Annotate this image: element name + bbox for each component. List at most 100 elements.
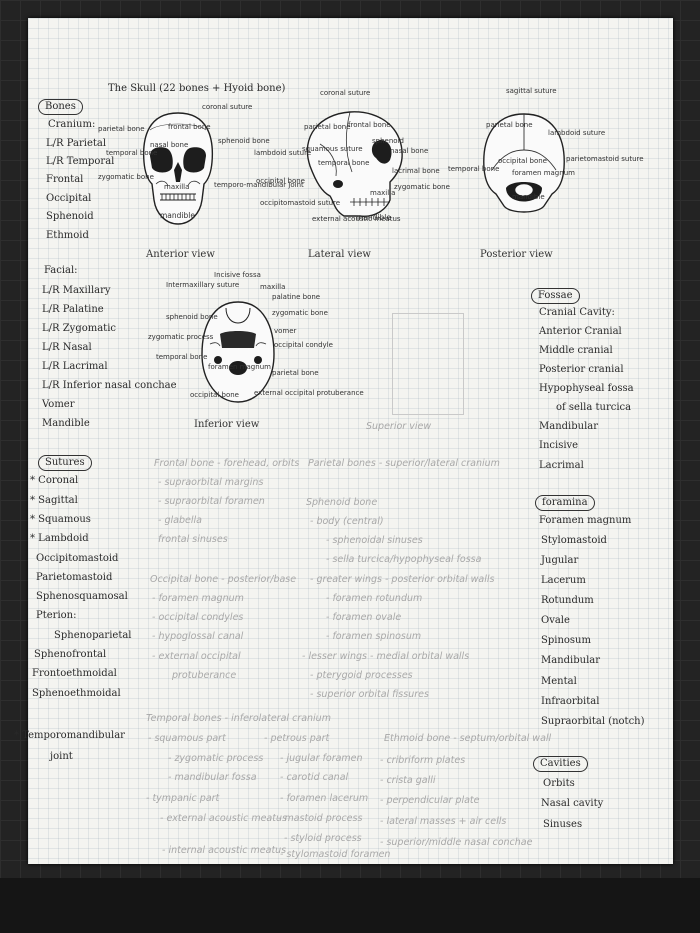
lateral-label-lacrimal: lacrimal bone bbox=[392, 167, 440, 175]
sutures-heading: Sutures bbox=[38, 455, 92, 471]
posterior-label-foramen: foramen magnum bbox=[512, 169, 575, 177]
lateral-view-caption: Lateral view bbox=[308, 249, 371, 260]
note-temporal-8: - foramen lacerum bbox=[280, 793, 369, 804]
sutures-item-5: Parietomastoid bbox=[36, 572, 113, 583]
note-sphenoid-1: - body (central) bbox=[310, 516, 384, 527]
bones-item-0: Cranium: bbox=[48, 119, 96, 130]
note-temporal-11: - styloid process bbox=[284, 833, 362, 844]
facial-item-8: Mandible bbox=[42, 418, 90, 429]
fossae-item-2: Middle cranial bbox=[539, 345, 613, 356]
note-sphenoid-2: - sphenoidal sinuses bbox=[326, 535, 423, 546]
inferior-label-temporal: temporal bone bbox=[156, 353, 208, 361]
anterior-label-nasal: nasal bone bbox=[150, 141, 189, 149]
note-sphenoid-5: - foramen rotundum bbox=[326, 593, 423, 604]
lateral-label-frontal: frontal bone bbox=[348, 121, 391, 129]
note-sphenoid-4: - greater wings - posterior orbital wall… bbox=[310, 574, 495, 585]
foramina-item-0: Foramen magnum bbox=[539, 515, 632, 526]
inferior-label-vomer: vomer bbox=[274, 327, 297, 335]
note-occipital-2: - occipital condyles bbox=[152, 612, 244, 623]
inferior-label-incisive: Incisive fossa bbox=[214, 271, 261, 279]
note-temporal-10: - mastoid process bbox=[278, 813, 363, 824]
fossae-item-1: Anterior Cranial bbox=[539, 326, 622, 337]
posterior-label-mandible: mandible bbox=[512, 193, 545, 201]
foramina-item-1: Stylomastoid bbox=[541, 535, 607, 546]
note-sphenoid-7: - foramen spinosum bbox=[326, 631, 422, 642]
fossae-item-4: Hypophyseal fossa bbox=[539, 383, 634, 394]
fossae-item-6: Mandibular bbox=[539, 421, 599, 432]
foramina-item-2: Jugular bbox=[541, 555, 579, 566]
bones-item-2: L/R Temporal bbox=[46, 156, 115, 167]
facial-item-3: L/R Zygomatic bbox=[42, 323, 116, 334]
anterior-label-tmj: temporo-mandibular joint bbox=[214, 181, 304, 189]
fossae-item-0: Cranial Cavity: bbox=[539, 307, 615, 318]
note-sphenoid-8: - lesser wings - medial orbital walls bbox=[302, 651, 470, 662]
inferior-label-eop: external occipital protuberance bbox=[254, 389, 364, 397]
fossae-item-8: Lacrimal bbox=[539, 460, 584, 471]
tmj-item-0: * Temporomandibular bbox=[14, 730, 125, 741]
lateral-label-temporal: temporal bone bbox=[318, 159, 370, 167]
anterior-label-maxilla: maxilla bbox=[164, 183, 190, 191]
note-occipital-4: - external occipital bbox=[152, 651, 241, 662]
inferior-label-maxilla: maxilla bbox=[260, 283, 286, 291]
posterior-label-sagittal: sagittal suture bbox=[506, 87, 557, 95]
cavities-heading: Cavities bbox=[533, 756, 588, 772]
sutures-item-10: Frontoethmoidal bbox=[32, 668, 117, 679]
anterior-label-frontal: frontal bone bbox=[168, 123, 211, 131]
inferior-label-sphenoid: sphenoid bone bbox=[166, 313, 218, 321]
notebook-page: The Skull (22 bones + Hyoid bone) Bones … bbox=[14, 18, 673, 864]
inferior-label-zygomatic: zygomatic bone bbox=[272, 309, 328, 317]
note-temporal-5: - mandibular fossa bbox=[168, 772, 257, 783]
note-parietal-0: Parietal bones - superior/lateral craniu… bbox=[308, 458, 500, 469]
anterior-label-sphenoid: sphenoid bone bbox=[218, 137, 270, 145]
note-sphenoid-0: Sphenoid bone bbox=[306, 497, 378, 508]
foramina-item-6: Spinosum bbox=[541, 635, 591, 646]
note-sphenoid-10: - superior orbital fissures bbox=[310, 689, 429, 700]
note-ethmoid-2: - crista galli bbox=[380, 775, 436, 786]
page-title: The Skull (22 bones + Hyoid bone) bbox=[108, 83, 286, 94]
note-frontal-3: - glabella bbox=[158, 515, 202, 526]
note-sphenoid-6: - foramen ovale bbox=[326, 612, 402, 623]
inferior-label-foramen: foramen magnum bbox=[208, 363, 271, 371]
note-occipital-5: protuberance bbox=[172, 670, 237, 681]
anterior-view-caption: Anterior view bbox=[146, 249, 215, 260]
lateral-label-mandible: mandible bbox=[356, 213, 391, 222]
lateral-label-lambdoid: lambdoid suture bbox=[254, 149, 312, 157]
note-sphenoid-9: - pterygoid processes bbox=[310, 670, 413, 681]
lateral-label-occipital: occipital bone bbox=[256, 177, 305, 185]
bones-item-5: Sphenoid bbox=[46, 211, 94, 222]
note-ethmoid-3: - perpendicular plate bbox=[380, 795, 480, 806]
cavities-item-0: Orbits bbox=[543, 778, 575, 789]
cavities-item-2: Sinuses bbox=[543, 819, 583, 830]
note-temporal-4: - jugular foramen bbox=[280, 753, 363, 764]
sutures-item-0: * Coronal bbox=[30, 475, 79, 486]
foramina-item-7: Mandibular bbox=[541, 655, 601, 666]
note-temporal-7: - tympanic part bbox=[146, 793, 220, 804]
lateral-label-sphenoid: sphenoid bbox=[372, 137, 404, 145]
posterior-label-temporal: temporal bone bbox=[448, 165, 500, 173]
sutures-item-6: Sphenosquamosal bbox=[36, 591, 128, 602]
sutures-item-4: Occipitomastoid bbox=[36, 553, 119, 564]
note-frontal-0: Frontal bone - forehead, orbits bbox=[154, 458, 300, 469]
facial-item-1: L/R Maxillary bbox=[42, 285, 111, 296]
lateral-label-coronal: coronal suture bbox=[320, 89, 371, 97]
facial-item-4: L/R Nasal bbox=[42, 342, 92, 353]
note-occipital-0: Occipital bone - posterior/base bbox=[150, 574, 297, 585]
facial-item-6: L/R Inferior nasal conchae bbox=[42, 380, 177, 391]
lateral-label-eam: external acoustic meatus bbox=[312, 215, 401, 223]
note-occipital-3: - hypoglossal canal bbox=[152, 631, 244, 642]
note-temporal-0: Temporal bones - inferolateral cranium bbox=[146, 713, 331, 724]
inferior-label-palatine: palatine bone bbox=[272, 293, 321, 301]
bottom-edge bbox=[0, 878, 700, 933]
facial-item-2: L/R Palatine bbox=[42, 304, 104, 315]
foramina-item-9: Infraorbital bbox=[541, 696, 600, 707]
foramina-item-3: Lacerum bbox=[541, 575, 586, 586]
inferior-label-occipital: occipital bone bbox=[190, 391, 239, 399]
sutures-item-7: Pterion: bbox=[36, 610, 77, 621]
note-ethmoid-0: Ethmoid bone - septum/orbital wall bbox=[384, 733, 552, 744]
sutures-item-1: * Sagittal bbox=[30, 495, 78, 506]
lateral-label-occipitomastoid: occipitomastoid suture bbox=[260, 199, 341, 207]
note-temporal-3: - zygomatic process bbox=[168, 753, 264, 764]
foramina-heading: foramina bbox=[535, 495, 595, 511]
note-sphenoid-3: - sella turcica/hypophyseal fossa bbox=[326, 554, 482, 565]
posterior-label-occipital: occipital bone bbox=[498, 157, 547, 165]
